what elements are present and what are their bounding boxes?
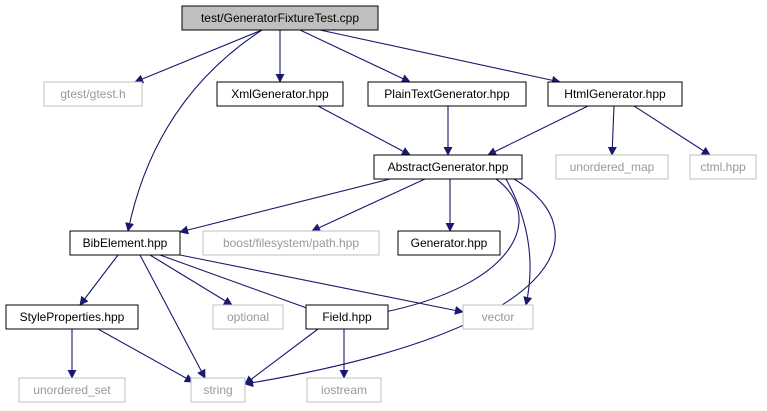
edge-html-to-ctml <box>633 105 711 156</box>
node-boostfs: boost/filesystem/path.hpp <box>202 230 380 256</box>
node-umap: unordered_map <box>555 154 669 180</box>
node-xml[interactable]: XmlGenerator.hpp <box>216 81 344 107</box>
node-box-boostfs <box>202 230 380 256</box>
node-style[interactable]: StyleProperties.hpp <box>5 304 139 330</box>
edge-abstract-to-field <box>379 178 520 316</box>
node-vector: vector <box>462 304 534 330</box>
node-label-vector: vector <box>482 310 515 324</box>
node-label-style: StyleProperties.hpp <box>20 310 125 324</box>
node-label-boostfs: boost/filesystem/path.hpp <box>223 236 359 250</box>
node-plain[interactable]: PlainTextGenerator.hpp <box>367 81 527 107</box>
edge-bib-to-style <box>79 254 119 306</box>
edge-abstract-to-boostfs <box>311 178 426 232</box>
node-label-ctml: ctml.hpp <box>700 160 746 174</box>
node-box-umap <box>555 154 669 180</box>
edge-bib-to-vector <box>179 254 464 315</box>
node-label-root: test/GeneratorFixtureTest.cpp <box>201 11 359 25</box>
node-ctml: ctml.hpp <box>689 154 757 180</box>
node-bib[interactable]: BibElement.hpp <box>69 230 181 256</box>
edge-style-to-string <box>97 328 194 383</box>
dependency-nodes: test/GeneratorFixtureTest.cpp gtest/gtest… <box>5 5 757 403</box>
node-generator[interactable]: Generator.hpp <box>397 230 501 256</box>
dependency-edges <box>67 29 711 388</box>
node-label-generator: Generator.hpp <box>411 236 488 250</box>
node-label-html: HtmlGenerator.hpp <box>564 87 666 101</box>
node-label-plain: PlainTextGenerator.hpp <box>384 87 510 101</box>
edge-html-to-umap <box>607 105 617 156</box>
node-box-root <box>181 5 379 31</box>
node-box-field <box>305 304 389 330</box>
edge-abstract-to-bib <box>179 178 391 235</box>
edge-bib-to-optional <box>149 254 233 306</box>
node-field[interactable]: Field.hpp <box>305 304 389 330</box>
node-label-bib: BibElement.hpp <box>83 236 168 250</box>
node-box-vector <box>462 304 534 330</box>
edge-root-to-gtest <box>134 29 263 84</box>
node-label-xml: XmlGenerator.hpp <box>231 87 329 101</box>
node-box-xml <box>216 81 344 107</box>
node-label-iostream: iostream <box>321 383 367 397</box>
node-label-umap: unordered_map <box>570 160 655 174</box>
node-label-field: Field.hpp <box>322 310 372 324</box>
edge-xml-to-abstract <box>317 105 411 156</box>
node-string: string <box>190 377 246 403</box>
edge-field-to-string <box>244 328 319 385</box>
node-label-string: string <box>203 383 232 397</box>
node-html[interactable]: HtmlGenerator.hpp <box>547 81 683 107</box>
node-iostream: iostream <box>306 377 382 403</box>
edge-root-to-bib <box>125 29 263 232</box>
node-box-generator <box>397 230 501 256</box>
edge-root-to-plain <box>299 29 411 83</box>
node-box-optional <box>212 304 284 330</box>
node-box-bib <box>69 230 181 256</box>
edge-bib-to-field <box>159 254 316 313</box>
edge-bib-to-string <box>139 254 206 379</box>
node-box-plain <box>367 81 527 107</box>
node-label-abstract: AbstractGenerator.hpp <box>388 160 509 174</box>
node-root: test/GeneratorFixtureTest.cpp <box>181 5 379 31</box>
node-box-style <box>5 304 139 330</box>
node-box-string <box>190 377 246 403</box>
node-label-gtest: gtest/gtest.h <box>60 87 125 101</box>
node-optional: optional <box>212 304 284 330</box>
edge-root-to-html <box>319 29 561 85</box>
node-box-html <box>547 81 683 107</box>
node-gtest: gtest/gtest.h <box>43 81 143 107</box>
edge-html-to-abstract <box>487 105 589 156</box>
node-box-uset <box>18 377 126 403</box>
edge-abstract-to-vector <box>505 178 533 306</box>
node-box-abstract <box>373 154 523 180</box>
node-uset: unordered_set <box>18 377 126 403</box>
node-box-ctml <box>689 154 757 180</box>
node-box-gtest <box>43 81 143 107</box>
node-box-iostream <box>306 377 382 403</box>
edge-abstract-to-string <box>244 178 556 388</box>
node-label-optional: optional <box>227 310 269 324</box>
node-label-uset: unordered_set <box>33 383 111 397</box>
node-abstract[interactable]: AbstractGenerator.hpp <box>373 154 523 180</box>
